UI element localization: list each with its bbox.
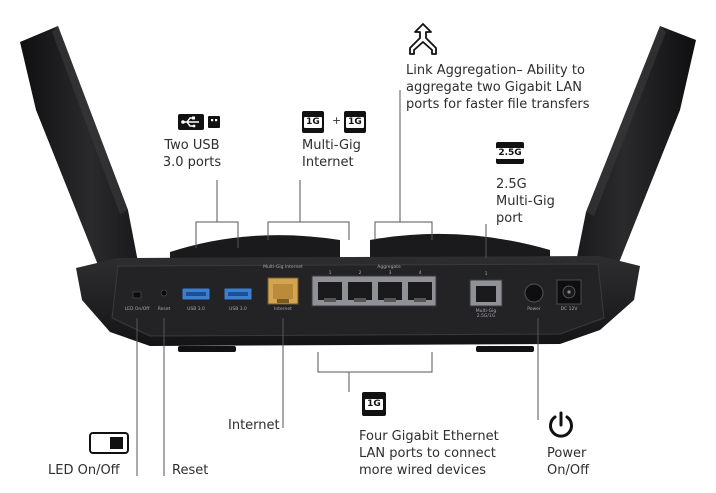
panel-reset-label: Reset — [158, 306, 171, 312]
plus-sign: + — [332, 114, 342, 127]
one-g-badge-right: 1G — [344, 111, 366, 133]
internet-label: Internet — [228, 418, 280, 433]
panel-port-num-1: 1 — [329, 270, 332, 276]
port-2-5g-label: 2.5G Multi-Gig port — [496, 177, 555, 226]
right-antenna — [576, 26, 696, 270]
panel-multigig-sub: 2.5G/1G — [477, 313, 496, 319]
panel-internet-label: Internet — [274, 306, 292, 312]
power-on-off-label: Power On/Off — [547, 446, 590, 478]
panel-port-num-4: 4 — [419, 270, 422, 276]
link-aggregation-icon — [404, 22, 442, 56]
led-switch — [132, 291, 142, 299]
power-button-device — [524, 283, 544, 303]
usb-icon — [178, 113, 222, 131]
one-g-badge-lan: 1G — [362, 392, 386, 416]
link-aggregation-label: Link Aggregation– Ability to aggregate t… — [406, 63, 590, 112]
panel-port-num-2: 2 — [359, 270, 362, 276]
two-five-g-badge: 2.5G — [496, 142, 524, 164]
one-g-badge-left: 1G — [302, 111, 324, 133]
four-gigabit-lan-label: Four Gigabit Ethernet LAN ports to conne… — [359, 429, 499, 478]
panel-port25-num: 1 — [485, 271, 488, 277]
reset-label: Reset — [172, 463, 209, 478]
panel-dc-label: DC 12V — [561, 306, 579, 312]
toggle-switch-icon — [89, 432, 129, 454]
led-on-off-label: LED On/Off — [48, 463, 120, 478]
panel-port-num-3: 3 — [389, 270, 392, 276]
panel-label-multigig-internet: Multi-Gig Internet — [263, 264, 303, 270]
panel-usb2-label: USB 3.0 — [229, 306, 247, 312]
multigig-internet-label: Multi-Gig Internet — [302, 138, 361, 170]
power-icon — [546, 410, 576, 440]
reset-hole — [160, 289, 168, 297]
panel-label-aggregate: Aggregate — [377, 264, 401, 270]
usb-ports-label: Two USB 3.0 ports — [162, 138, 222, 170]
panel-led-label: LED On/Off — [125, 306, 151, 312]
panel-usb1-label: USB 3.0 — [187, 306, 205, 312]
left-antenna — [20, 26, 138, 270]
panel-power-label: Power — [527, 306, 541, 312]
panel-multigig-label: Multi-Gig — [476, 308, 497, 314]
